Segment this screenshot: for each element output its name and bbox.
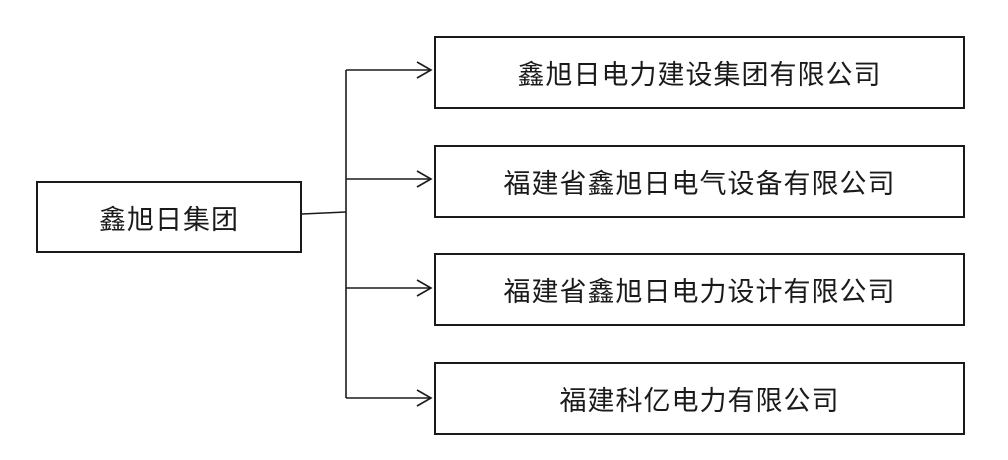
arrowhead-icon bbox=[416, 61, 433, 79]
child-node: 福建省鑫旭日电气设备有限公司 bbox=[434, 145, 965, 218]
child-node: 福建省鑫旭日电力设计有限公司 bbox=[434, 253, 965, 326]
child-node: 福建科亿电力有限公司 bbox=[434, 362, 965, 435]
child-node-label: 福建科亿电力有限公司 bbox=[559, 386, 840, 417]
root-node: 鑫旭日集团 bbox=[36, 181, 302, 253]
child-node-label: 鑫旭日电力建设集团有限公司 bbox=[517, 60, 882, 91]
arrowhead-icon bbox=[416, 279, 433, 297]
child-node: 鑫旭日电力建设集团有限公司 bbox=[434, 36, 965, 109]
root-connector bbox=[301, 211, 347, 215]
child-node-label: 福建省鑫旭日电力设计有限公司 bbox=[503, 277, 896, 308]
child-node-label: 福建省鑫旭日电气设备有限公司 bbox=[503, 169, 896, 200]
arrowhead-icon bbox=[416, 170, 433, 188]
root-node-label: 鑫旭日集团 bbox=[99, 204, 239, 236]
arrowhead-icon bbox=[416, 389, 433, 407]
